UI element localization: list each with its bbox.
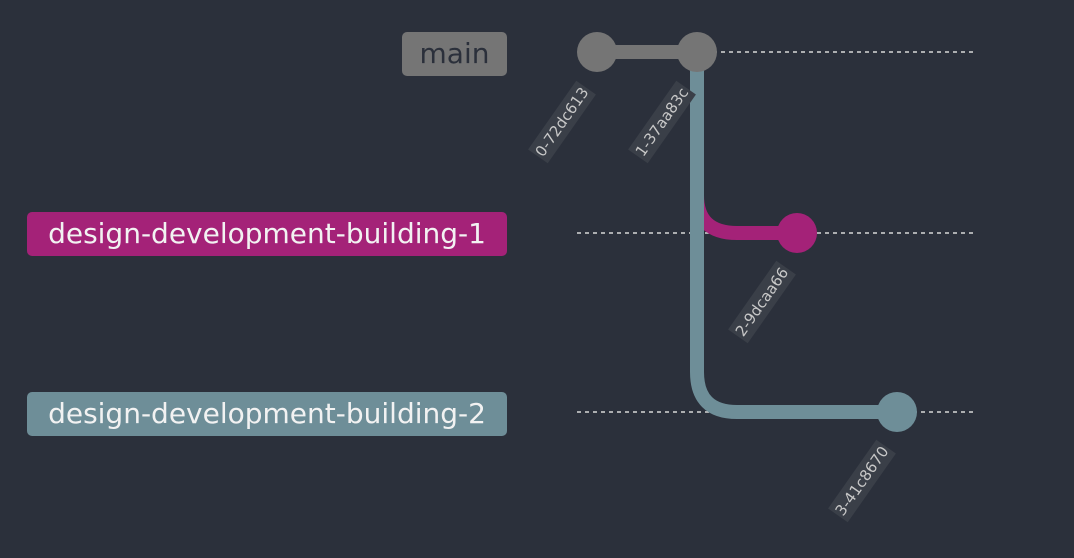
commit-tag-2: 2-9dcaa66 — [728, 260, 796, 344]
commit-tag-0-text: 0-72dc613 — [532, 84, 593, 160]
branch-label-design-development-building-2[interactable]: design-development-building-2 — [27, 392, 507, 436]
commit-dot-2[interactable] — [777, 213, 817, 253]
commit-tag-2-text: 2-9dcaa66 — [732, 264, 792, 340]
edge-branch-2 — [690, 52, 897, 419]
commit-dot-0[interactable] — [577, 32, 617, 72]
branch-label-design-development-building-1[interactable]: design-development-building-1 — [27, 212, 507, 256]
commit-tag-1-text: 1-37aa83c — [632, 84, 692, 160]
commit-tag-0: 0-72dc613 — [528, 80, 596, 164]
commit-tag-1: 1-37aa83c — [628, 80, 696, 164]
commit-dot-3[interactable] — [877, 392, 917, 432]
commit-dot-1[interactable] — [677, 32, 717, 72]
branch-label-main[interactable]: main — [402, 32, 507, 76]
commit-tag-3-text: 3-41c8670 — [832, 443, 893, 519]
commit-tag-3: 3-41c8670 — [828, 439, 896, 523]
